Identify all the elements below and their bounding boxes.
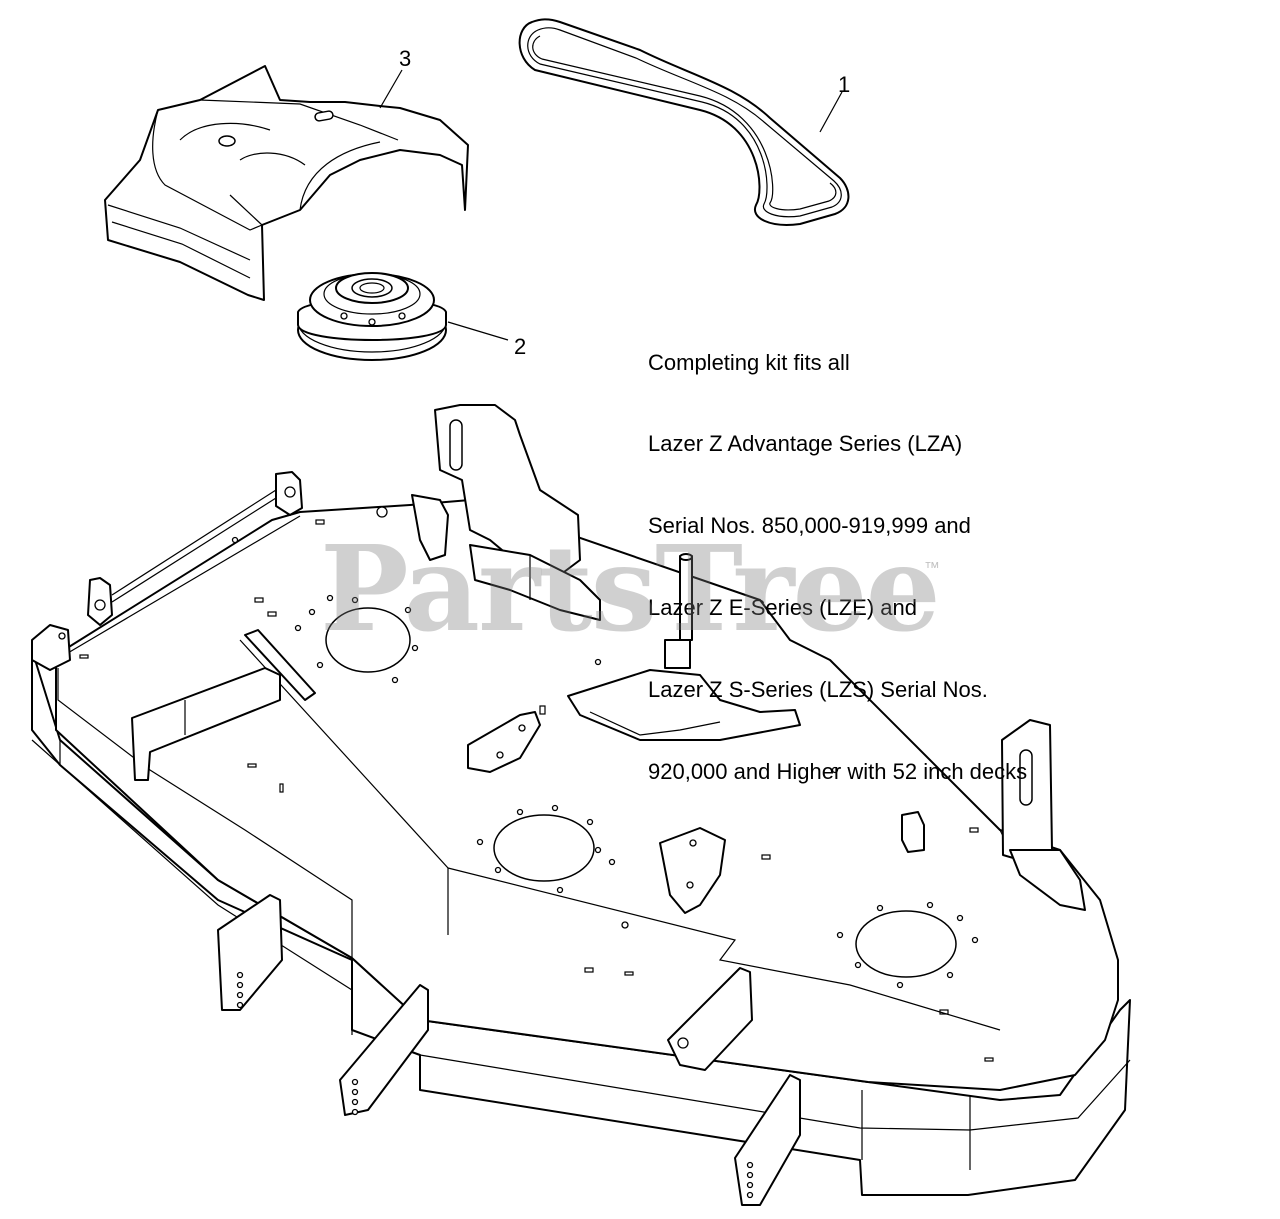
belt-part [518,18,850,226]
leader-cover [379,69,403,109]
note-line: 920,000 and Higher with 52 inch decks [648,759,1028,785]
note-line: Lazer Z S-Series (LZS) Serial Nos. [648,677,988,703]
mower-deck [31,404,1131,1206]
note-line: Lazer Z E-Series (LZE) and [648,595,917,621]
leader-belt [819,91,843,133]
belt-cover-part [104,65,469,301]
note-line: Lazer Z Advantage Series (LZA) [648,431,963,457]
note-line: Serial Nos. 850,000-919,999 and [648,513,971,539]
callout-belt: 1 [838,72,851,97]
note-line: Completing kit fits all [648,349,850,375]
fitment-note: Completing kit fits all Lazer Z Advantag… [648,294,1027,813]
idler-pulley-part [297,272,447,361]
leader-pulley [447,321,509,341]
callout-cover: 3 [399,46,412,71]
trademark-symbol: ™ [924,560,940,577]
callout-pulley: 2 [514,334,527,359]
